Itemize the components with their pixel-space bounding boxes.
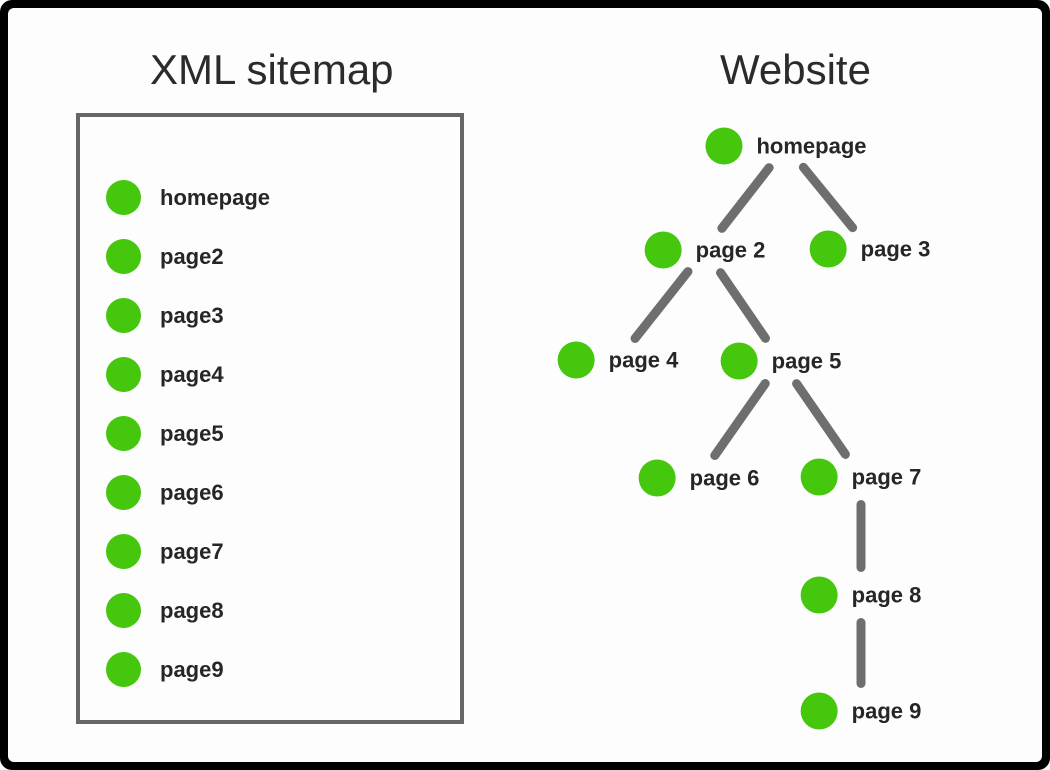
green-dot-icon	[106, 357, 141, 392]
tree-node-label: page 3	[860, 236, 931, 261]
tree-node-page9[interactable]: page 9	[800, 692, 922, 730]
tree-node-label: page 8	[851, 582, 922, 607]
tree-node-homepage[interactable]: homepage	[705, 127, 867, 165]
website-tree: homepage page 2 page 3 page 4 page 5 page 6 pa…	[8, 8, 1042, 762]
tree-edges	[630, 162, 866, 688]
green-dot-icon	[800, 458, 838, 496]
tree-edge	[798, 162, 858, 233]
tree-edge	[792, 379, 850, 459]
list-item-label: page4	[160, 361, 224, 387]
green-dot-icon	[106, 416, 141, 451]
list-item-label: homepage	[160, 184, 271, 210]
tree-edge	[710, 379, 770, 460]
tree-edge	[717, 163, 774, 233]
list-item[interactable]: page7	[106, 522, 436, 581]
green-dot-icon	[800, 576, 838, 614]
tree-node-label: page 9	[851, 698, 922, 723]
tree-node-page4[interactable]: page 4	[557, 341, 679, 379]
green-dot-icon	[106, 475, 141, 510]
list-item[interactable]: page8	[106, 581, 436, 640]
green-dot-icon	[106, 534, 141, 569]
xml-sitemap-list: homepage page2 page3 page4 page5 page6 page7 pa…	[106, 168, 436, 699]
green-dot-icon	[800, 692, 838, 730]
tree-node-label: page 2	[695, 237, 766, 262]
list-item-label: page3	[160, 302, 224, 328]
list-item-label: page6	[160, 479, 224, 505]
tree-node-page5[interactable]: page 5	[720, 342, 842, 380]
list-item-label: page7	[160, 538, 224, 564]
list-item[interactable]: page2	[106, 227, 436, 286]
green-dot-icon	[106, 239, 141, 274]
tree-node-label: page 6	[689, 465, 760, 490]
list-item[interactable]: page9	[106, 640, 436, 699]
green-dot-icon	[557, 341, 595, 379]
list-item[interactable]: page4	[106, 345, 436, 404]
green-dot-icon	[644, 231, 682, 269]
list-item-label: page9	[160, 656, 224, 682]
tree-node-label: page 5	[771, 348, 842, 373]
tree-node-label: page 7	[851, 464, 922, 489]
tree-node-label: homepage	[756, 133, 867, 158]
xml-sitemap-box	[76, 113, 464, 724]
list-item[interactable]: page6	[106, 463, 436, 522]
list-item-label: page5	[160, 420, 224, 446]
website-title: Website	[720, 46, 871, 93]
green-dot-icon	[720, 342, 758, 380]
list-item[interactable]: homepage	[106, 168, 436, 227]
tree-node-page7[interactable]: page 7	[800, 458, 922, 496]
list-item-label: page2	[160, 243, 224, 269]
green-dot-icon	[106, 180, 141, 215]
tree-edge	[716, 268, 770, 343]
diagram-inner-surface: XML sitemap homepage page2 page3 page4 page5…	[8, 8, 1042, 762]
green-dot-icon	[638, 459, 676, 497]
tree-node-page6[interactable]: page 6	[638, 459, 760, 497]
list-item-label: page8	[160, 597, 224, 623]
tree-node-label: page 4	[608, 347, 679, 372]
tree-node-page3[interactable]: page 3	[809, 230, 931, 268]
tree-edge	[630, 267, 693, 343]
green-dot-icon	[809, 230, 847, 268]
list-item[interactable]: page5	[106, 404, 436, 463]
xml-sitemap-title: XML sitemap	[150, 46, 394, 93]
tree-node-page2[interactable]: page 2	[644, 231, 766, 269]
green-dot-icon	[106, 298, 141, 333]
green-dot-icon	[106, 593, 141, 628]
tree-node-page8[interactable]: page 8	[800, 576, 922, 614]
list-item[interactable]: page3	[106, 286, 436, 345]
green-dot-icon	[705, 127, 743, 165]
green-dot-icon	[106, 652, 141, 687]
